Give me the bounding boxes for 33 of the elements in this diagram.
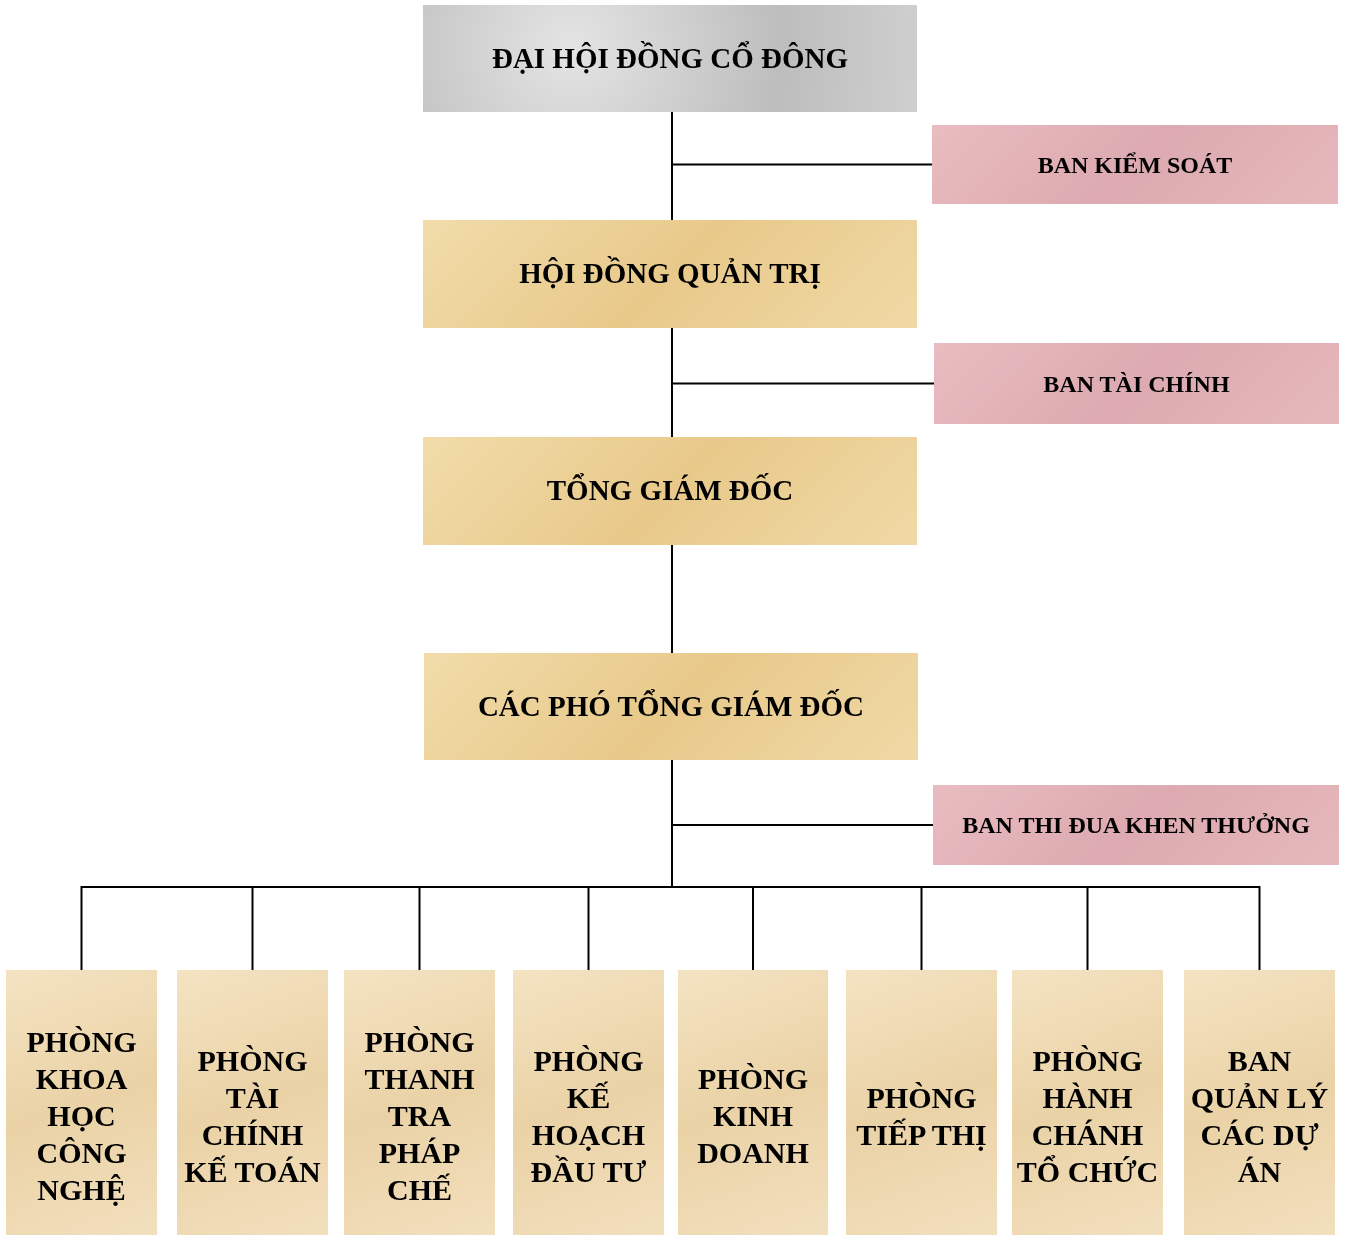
box-label: PHÒNG KHOA HỌC CÔNG NGHỆ <box>25 1024 138 1208</box>
org-box <box>678 970 828 1235</box>
connector-line <box>671 111 933 166</box>
org-box <box>423 220 917 328</box>
org-box <box>344 970 495 1235</box>
box-label: PHÒNG HÀNH CHÁNH TỔ CHỨC <box>1015 1042 1160 1190</box>
box-label: PHÒNG KẾ HOẠCH ĐẦU TƯ <box>529 1042 648 1190</box>
org-box <box>1184 970 1335 1235</box>
org-box <box>423 437 917 545</box>
box-label: ĐẠI HỘI ĐỒNG CỔ ĐÔNG <box>490 40 850 76</box>
org-box <box>423 5 917 112</box>
org-box <box>846 970 997 1235</box>
org-box <box>1012 970 1163 1235</box>
box-label: PHÒNG THANH TRA PHÁP CHẾ <box>363 1024 476 1208</box>
box-label: PHÒNG TIẾP THỊ <box>855 1079 988 1153</box>
org-box <box>934 343 1339 424</box>
org-box <box>513 970 664 1235</box>
box-label: HỘI ĐỒNG QUẢN TRỊ <box>518 255 822 292</box>
org-box <box>932 125 1338 204</box>
box-label: TỔNG GIÁM ĐỐC <box>545 472 795 509</box>
box-label: PHÒNG KINH DOANH <box>696 1061 810 1171</box>
box-label: CÁC PHÓ TỔNG GIÁM ĐỐC <box>476 688 866 724</box>
connector-line <box>671 327 935 385</box>
box-label: BAN QUẢN LÝ CÁC DỰ ÁN <box>1189 1042 1330 1190</box>
org-box <box>424 653 918 760</box>
box-label: BAN THI ĐUA KHEN THƯỞNG <box>961 811 1311 840</box>
org-box <box>6 970 157 1235</box>
box-label: PHÒNG TÀI CHÍNH KẾ TOÁN <box>183 1042 322 1190</box>
org-box <box>933 785 1339 865</box>
box-label: BAN KIỂM SOÁT <box>1036 150 1234 180</box>
box-label: BAN TÀI CHÍNH <box>1042 369 1231 399</box>
org-box <box>177 970 328 1235</box>
connector-line <box>671 544 673 654</box>
